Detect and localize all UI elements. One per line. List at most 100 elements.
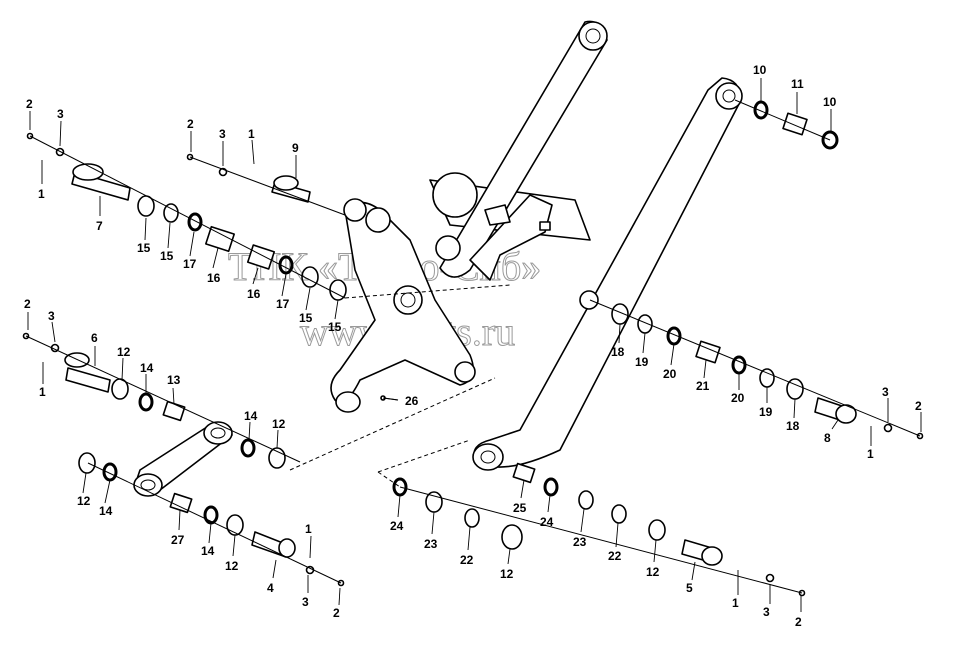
callout-12: 12 <box>500 567 514 581</box>
callout-1: 1 <box>867 447 874 461</box>
callout-leader-line <box>580 508 585 533</box>
callout-1: 1 <box>39 385 46 399</box>
callout-18: 18 <box>611 345 625 359</box>
callout-leader-line <box>383 397 399 401</box>
callout-leader-line <box>691 561 696 581</box>
callout-leader-line <box>248 421 251 441</box>
callout-leader-line <box>121 357 124 381</box>
callout-14: 14 <box>201 544 215 558</box>
bushing-11 <box>782 112 808 136</box>
callout-18: 18 <box>786 419 800 433</box>
callout-leader-line <box>670 343 675 366</box>
callout-leader-line <box>793 398 796 419</box>
callout-leader-line <box>615 522 619 548</box>
pin-9 <box>271 175 311 203</box>
callout-12: 12 <box>117 345 131 359</box>
callout-leader-line <box>51 321 56 343</box>
callout-3: 3 <box>302 595 309 609</box>
callout-23: 23 <box>424 537 438 551</box>
bushing-27 <box>169 492 193 514</box>
pin-8 <box>814 397 857 424</box>
callout-21: 21 <box>696 379 710 393</box>
callout-leader-line <box>59 120 62 147</box>
callout-leader-line <box>334 299 339 320</box>
callout-12: 12 <box>272 417 286 431</box>
callout-7: 7 <box>96 219 103 233</box>
callout-2: 2 <box>795 615 802 629</box>
callout-23: 23 <box>573 535 587 549</box>
callout-12: 12 <box>77 494 91 508</box>
callout-leader-line <box>276 429 279 449</box>
link-rod <box>133 421 233 497</box>
callout-17: 17 <box>276 297 290 311</box>
callout-4: 4 <box>267 581 274 595</box>
callout-10: 10 <box>753 63 767 77</box>
callout-17: 17 <box>183 257 197 271</box>
callout-leader-line <box>208 522 212 544</box>
callout-1: 1 <box>732 596 739 610</box>
callout-leader-line <box>212 247 219 269</box>
callout-9: 9 <box>292 141 299 155</box>
callout-11: 11 <box>791 77 804 91</box>
callout-leader-line <box>272 559 277 579</box>
callout-leader-line <box>232 534 236 557</box>
callout-leader-line <box>397 494 401 518</box>
callout-leader-line <box>642 332 646 354</box>
callout-leader-line <box>189 231 195 257</box>
callout-8: 8 <box>824 431 831 445</box>
callout-2: 2 <box>333 606 340 620</box>
callout-20: 20 <box>731 391 745 405</box>
callout-1: 1 <box>248 127 255 141</box>
callout-leader-line <box>831 419 839 430</box>
pin-4 <box>251 531 296 558</box>
callout-22: 22 <box>460 553 474 567</box>
callout-3: 3 <box>882 385 889 399</box>
callout-leader-line <box>653 539 657 563</box>
callout-1: 1 <box>305 522 312 536</box>
callout-2: 2 <box>26 97 33 111</box>
callout-14: 14 <box>99 504 113 518</box>
callout-leader-line <box>309 535 312 559</box>
callout-leader-line <box>167 222 171 249</box>
callout-leader-line <box>305 287 311 311</box>
callout-leader-line <box>507 548 511 565</box>
callout-2: 2 <box>915 399 922 413</box>
callout-12: 12 <box>225 559 239 573</box>
callout-27: 27 <box>171 533 185 547</box>
callout-leader-line <box>104 479 111 504</box>
callout-15: 15 <box>137 241 151 255</box>
callout-3: 3 <box>57 107 64 121</box>
callout-leader-line <box>251 139 255 165</box>
bellcrank-lever <box>330 198 476 413</box>
callout-13: 13 <box>167 373 181 387</box>
callout-2: 2 <box>187 117 194 131</box>
callout-14: 14 <box>244 409 258 423</box>
callout-leader-line <box>82 472 87 494</box>
callout-2: 2 <box>24 297 31 311</box>
callout-leader-line <box>431 511 435 535</box>
bushing-16a <box>205 225 235 253</box>
callout-10: 10 <box>823 95 837 109</box>
callout-leader-line <box>703 359 707 379</box>
callout-16: 16 <box>207 271 221 285</box>
callout-12: 12 <box>646 565 660 579</box>
callout-leader-line <box>618 323 621 344</box>
callout-14: 14 <box>140 361 154 375</box>
pin-5 <box>681 539 723 566</box>
callout-15: 15 <box>160 249 174 263</box>
callout-25: 25 <box>513 501 527 515</box>
assembly-axes <box>25 99 921 594</box>
callout-1: 1 <box>38 187 45 201</box>
callout-5: 5 <box>686 581 693 595</box>
pin-7 <box>71 163 131 201</box>
callout-leader-line <box>338 587 341 606</box>
callout-leader-line <box>144 217 147 241</box>
callout-leader-line <box>281 273 287 297</box>
callout-leader-line <box>178 509 181 531</box>
callout-16: 16 <box>247 287 261 301</box>
callout-15: 15 <box>299 311 313 325</box>
callout-15: 15 <box>328 320 342 334</box>
callout-24: 24 <box>540 515 554 529</box>
